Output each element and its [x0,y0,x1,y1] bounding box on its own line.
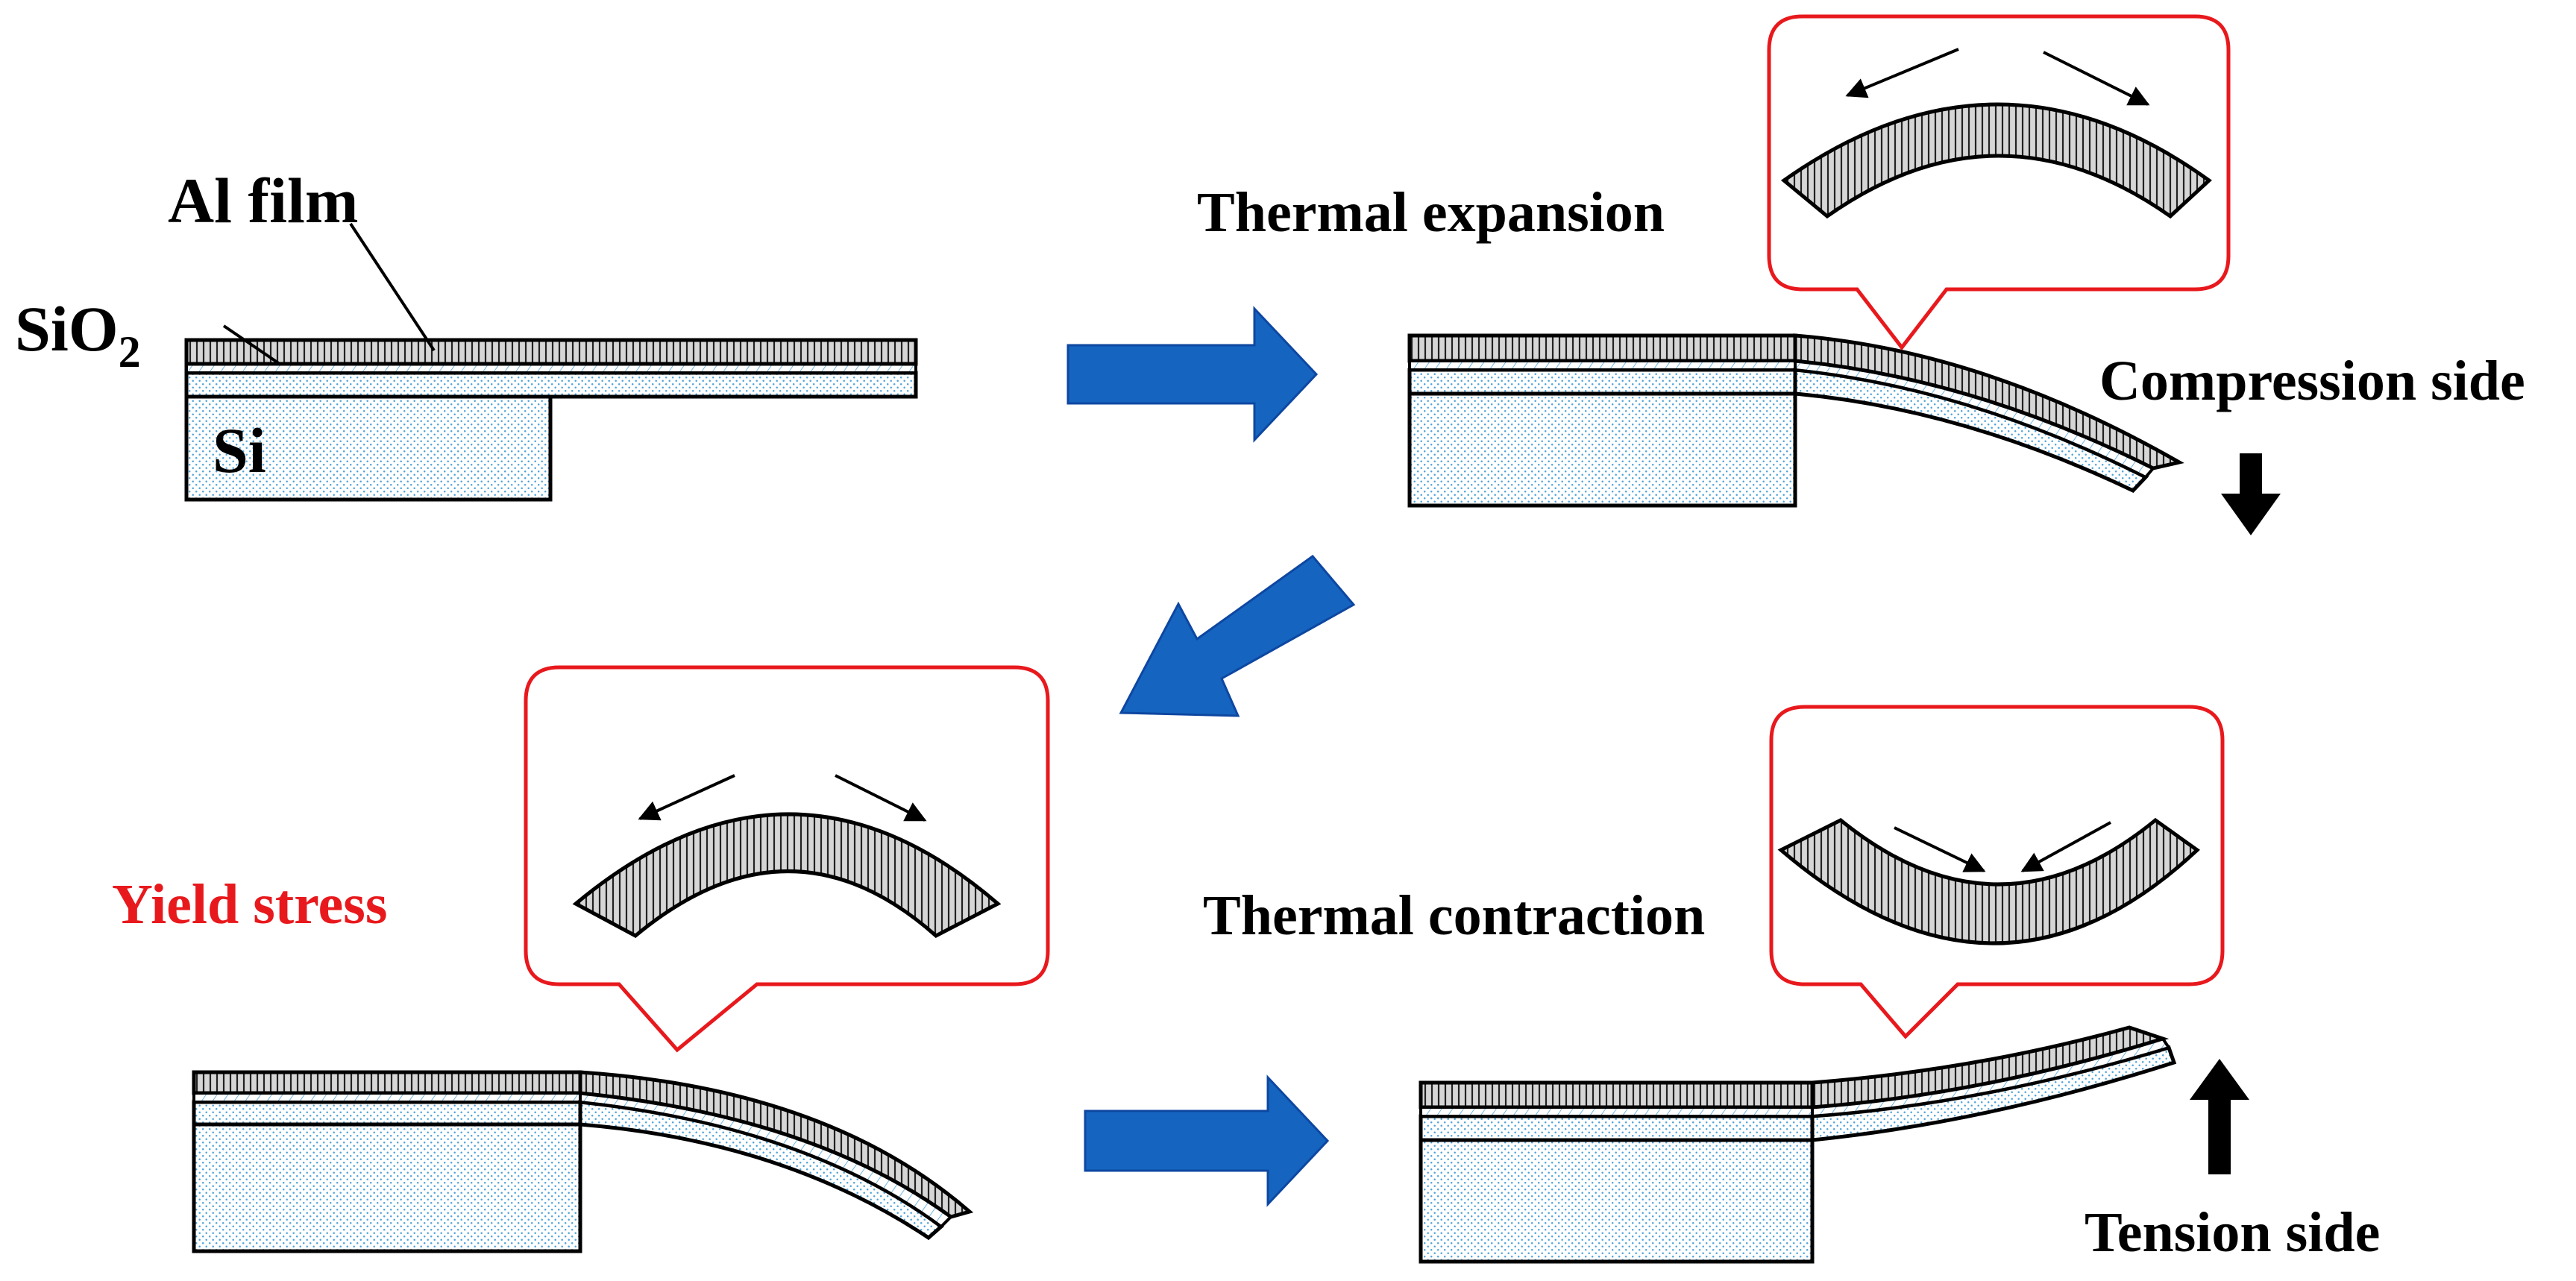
al-film-leader-line [349,222,436,352]
callout-expansion [1767,14,2231,351]
stress-arrow-right-outward [835,774,927,822]
al-film-bent [1810,1025,2170,1110]
al-film-flat [1419,1080,1815,1110]
panel-thermal-contraction: Thermal contraction Tension side [1203,705,2380,1264]
compression-down-arrow [2221,453,2281,535]
si-beam-layer-flat [1419,1114,1815,1142]
panel-yield-stress: Yield stress [112,665,1050,1253]
panel-initial-cantilever: Al film SiO2 Si [15,165,918,502]
process-arrow-right-bottom [1084,1074,1330,1207]
sio2-flat [192,1092,582,1104]
stress-arc-yield [572,812,1002,939]
stress-arrow-left-outward [1845,48,1959,98]
thermal-expansion-label: Thermal expansion [1197,181,1665,244]
sio2-label-subscript: 2 [119,327,141,377]
sio2-leader-line [222,324,281,365]
al-film-label: Al film [168,165,359,236]
stress-arc-expansion [1780,102,2212,219]
stress-arc-contraction [1777,817,2200,945]
stress-arrow-left-outward [638,774,735,821]
callout-contraction [1769,705,2225,1039]
al-film-bent [578,1070,974,1219]
si-beam-layer-flat [1407,368,1797,396]
yield-stress-label: Yield stress [112,873,387,936]
sio2-label-main: SiO [15,293,119,365]
stress-arrow-left-inward [1894,826,1986,872]
al-film-layer [184,338,918,366]
compression-side-label: Compression side [2099,350,2525,412]
sio2-flat [1419,1106,1814,1118]
al-film-bent [1793,333,2184,470]
process-arrow-right-top [1066,306,1319,443]
si-beam-layer-flat [192,1100,582,1127]
tension-side-label: Tension side [2085,1201,2380,1264]
stress-arrow-right-outward [2043,51,2150,106]
process-arrow-diagonal [1119,554,1356,717]
si-substrate [192,1100,582,1253]
stress-arrow-right-inward [2020,821,2111,872]
sio2-label: SiO2 [15,293,141,377]
sio2-flat [1408,359,1797,371]
si-beam-layer [184,371,918,399]
panel-thermal-expansion: Thermal expansion Compression side [1197,14,2525,535]
tension-up-arrow [2190,1059,2249,1174]
al-film-flat [192,1070,582,1095]
al-film-flat [1407,333,1797,363]
si-label: Si [213,415,266,486]
thermal-contraction-label: Thermal contraction [1203,884,1705,947]
